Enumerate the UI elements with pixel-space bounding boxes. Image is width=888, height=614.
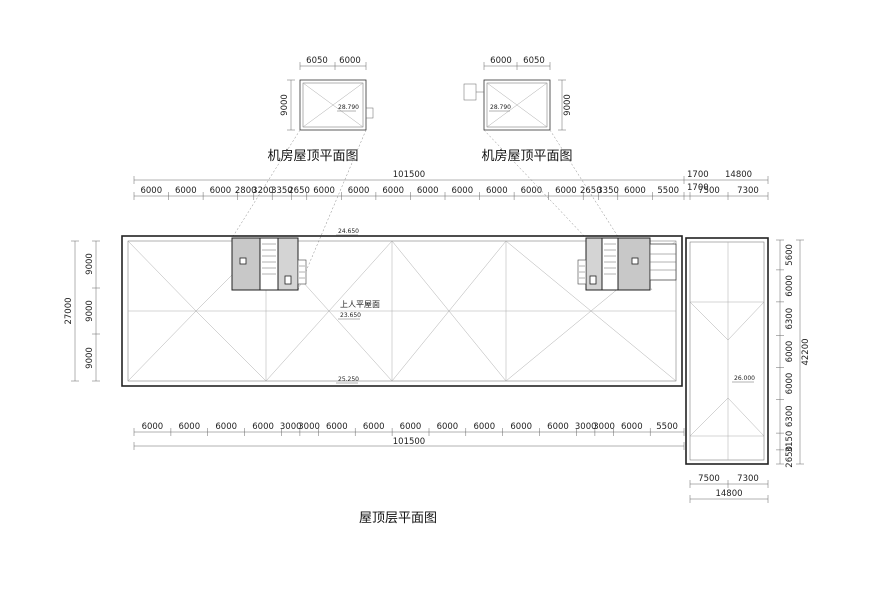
machine-room-left-plan: 6050 6000 9000 28.790 机房屋顶平面图: [267, 56, 374, 164]
right-chain-dim-5: 6000: [785, 373, 795, 395]
mr-left-height: 9000: [280, 94, 290, 116]
side-top-chain-2: 7300: [737, 186, 759, 196]
top-chain-dim-16: 2650: [580, 186, 602, 196]
right-chain-dim-8: 2650: [785, 446, 795, 468]
top-chain-dim-12: 6000: [451, 186, 473, 196]
bottom-chain-dim-9: 6000: [400, 422, 422, 432]
bottom-chain-dim-4: 6000: [252, 422, 274, 432]
top-chain-dim-18: 6000: [624, 186, 646, 196]
elevation-bottom: 25.250: [338, 376, 359, 383]
projection-lines: [231, 129, 653, 291]
bottom-chain-dim-6: 3000: [298, 422, 320, 432]
bottom-chain-dim-13: 6000: [547, 422, 569, 432]
bottom-chain-dim-10: 6000: [437, 422, 459, 432]
top-chain-dim-11: 6000: [417, 186, 439, 196]
top-chain-dim-6: 3350: [271, 186, 293, 196]
top-chain-dim-13: 6000: [486, 186, 508, 196]
bottom-total-dim: 101500: [393, 437, 425, 447]
left-dimension-chain: 27000 9000 9000 9000: [64, 240, 100, 382]
right-chain-dim-7: 3150: [785, 431, 795, 453]
side-bottom-chain-2: 7300: [737, 474, 759, 484]
top-chain-dim-14: 6000: [521, 186, 543, 196]
bottom-chain-dim-16: 6000: [621, 422, 643, 432]
right-chain-dim-1: 5600: [785, 244, 795, 266]
top-chain-dim-17: 3350: [597, 186, 619, 196]
bottom-chain-dim-7: 6000: [326, 422, 348, 432]
bottom-chain-dim-3: 6000: [215, 422, 237, 432]
right-chain-dim-2: 6000: [785, 275, 795, 297]
top-chain-dim-7: 2650: [288, 186, 310, 196]
side-top-dim-b: 14800: [725, 170, 752, 180]
bottom-chain-dim-2: 6000: [178, 422, 200, 432]
top-chain-dim-5: 3200: [252, 186, 274, 196]
mr-left-elevation: 28.790: [338, 104, 359, 111]
side-building-plan: 26.000: [685, 237, 769, 465]
bottom-chain-dim-14: 3000: [575, 422, 597, 432]
side-bottom-dimension-chain: 7500 7300 14800: [689, 474, 769, 503]
stair-core-right: [577, 237, 677, 291]
bottom-chain-dim-15: 3000: [593, 422, 615, 432]
side-bottom-chain-1: 7500: [698, 474, 720, 484]
left-total-dim: 27000: [64, 297, 74, 324]
bottom-chain-dim-17: 5500: [656, 422, 678, 432]
left-dim-1: 9000: [85, 253, 95, 275]
bottom-chain-dim-11: 6000: [473, 422, 495, 432]
mr-right-height: 9000: [563, 94, 573, 116]
top-total-dim: 101500: [393, 170, 425, 180]
bottom-chain-dim-5: 3000: [280, 422, 302, 432]
bottom-chain-dim-8: 6000: [363, 422, 385, 432]
side-top-dim-c: 1700: [687, 183, 709, 193]
side-bottom-total: 14800: [715, 489, 742, 499]
top-chain-dim-10: 6000: [382, 186, 404, 196]
mr-right-dim-2: 6050: [523, 56, 545, 66]
main-roof-plan: 24.650 上人平屋面 23.650 25.250: [121, 228, 683, 387]
top-chain-dim-8: 6000: [313, 186, 335, 196]
roof-label: 上人平屋面: [340, 300, 380, 309]
elevation-center: 23.650: [340, 312, 361, 319]
top-chain-dim-9: 6000: [348, 186, 370, 196]
mr-right-dim-1: 6000: [490, 56, 512, 66]
elevation-side: 26.000: [734, 375, 755, 382]
top-chain-dim-4: 2800: [235, 186, 257, 196]
right-chain-dim-3: 6300: [785, 308, 795, 330]
stair-core-left: [231, 237, 307, 291]
mr-right-elevation: 28.790: [490, 104, 511, 111]
roof-plan-title: 屋顶层平面图: [359, 511, 437, 526]
top-chain-dim-3: 6000: [210, 186, 232, 196]
top-chain-dim-1: 6000: [140, 186, 162, 196]
top-chain-dim-15: 6000: [555, 186, 577, 196]
mr-left-dim-1: 6050: [306, 56, 328, 66]
right-chain-dim-6: 6300: [785, 405, 795, 427]
side-top-chain-1: 7500: [698, 186, 720, 196]
left-dim-2: 9000: [85, 300, 95, 322]
elevation-top: 24.650: [338, 228, 359, 235]
machine-room-right-title: 机房屋顶平面图: [481, 148, 572, 164]
mr-left-dim-2: 6000: [339, 56, 361, 66]
right-chain-dim-4: 6000: [785, 341, 795, 363]
bottom-chain-dim-1: 6000: [142, 422, 164, 432]
right-total-dim: 42200: [801, 338, 811, 365]
top-chain-dim-2: 6000: [175, 186, 197, 196]
side-top-dim-a: 1700: [687, 170, 709, 180]
bottom-chain-dim-12: 6000: [510, 422, 532, 432]
left-dim-3: 9000: [85, 347, 95, 369]
top-chain-dim-19: 5500: [657, 186, 679, 196]
machine-room-left-title: 机房屋顶平面图: [267, 148, 358, 164]
machine-room-right-plan: 6000 6050 9000 28.790 机房屋顶平面图: [463, 56, 573, 164]
